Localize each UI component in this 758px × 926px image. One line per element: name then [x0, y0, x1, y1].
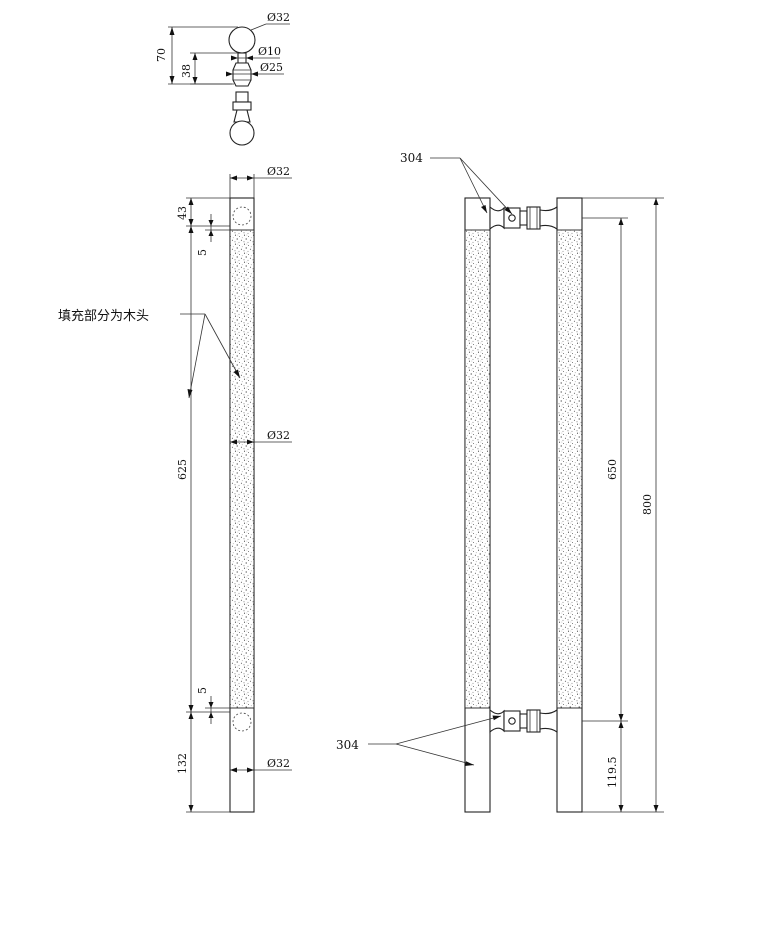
bottom-ball	[229, 120, 255, 146]
wood-fill-note: 填充部分为木头	[58, 308, 149, 324]
dim-132: 132	[176, 753, 189, 774]
dim-dia-32-bottom: Ø32	[267, 757, 290, 770]
right-handle-wood	[556, 229, 583, 709]
dim-5-bottom: 5	[196, 687, 209, 694]
top-connector	[489, 205, 558, 231]
dim-dia-10: Ø10	[258, 45, 281, 58]
dim-119-5: 119.5	[606, 757, 619, 789]
dim-625: 625	[176, 459, 189, 480]
pair-view: 304 304 650 800 119.5	[336, 151, 664, 813]
dim-dia-32-ball: Ø32	[267, 11, 290, 24]
dim-800: 800	[641, 494, 654, 515]
dim-5-top: 5	[196, 249, 209, 256]
top-collar	[232, 62, 252, 87]
dim-dia-32-mid: Ø32	[267, 429, 290, 442]
dim-dia-32-top: Ø32	[267, 165, 290, 178]
wood-fill	[229, 229, 255, 709]
material-label-top: 304	[400, 151, 423, 165]
top-mount-hole	[232, 206, 252, 226]
dim-70: 70	[155, 48, 168, 62]
dim-dia-25: Ø25	[260, 61, 283, 74]
dim-43: 43	[176, 206, 189, 220]
top-ball	[228, 26, 256, 54]
side-view: Ø32 Ø32 Ø32 43 5 625	[58, 165, 292, 813]
dim-38: 38	[180, 64, 193, 78]
bottom-mount-hole	[232, 712, 252, 732]
left-handle-wood	[464, 229, 491, 709]
dim-650: 650	[606, 459, 619, 480]
bottom-connector	[489, 708, 558, 734]
top-view: 70 38 Ø32 Ø10 Ø25	[155, 11, 290, 146]
material-label-bottom: 304	[336, 738, 359, 752]
